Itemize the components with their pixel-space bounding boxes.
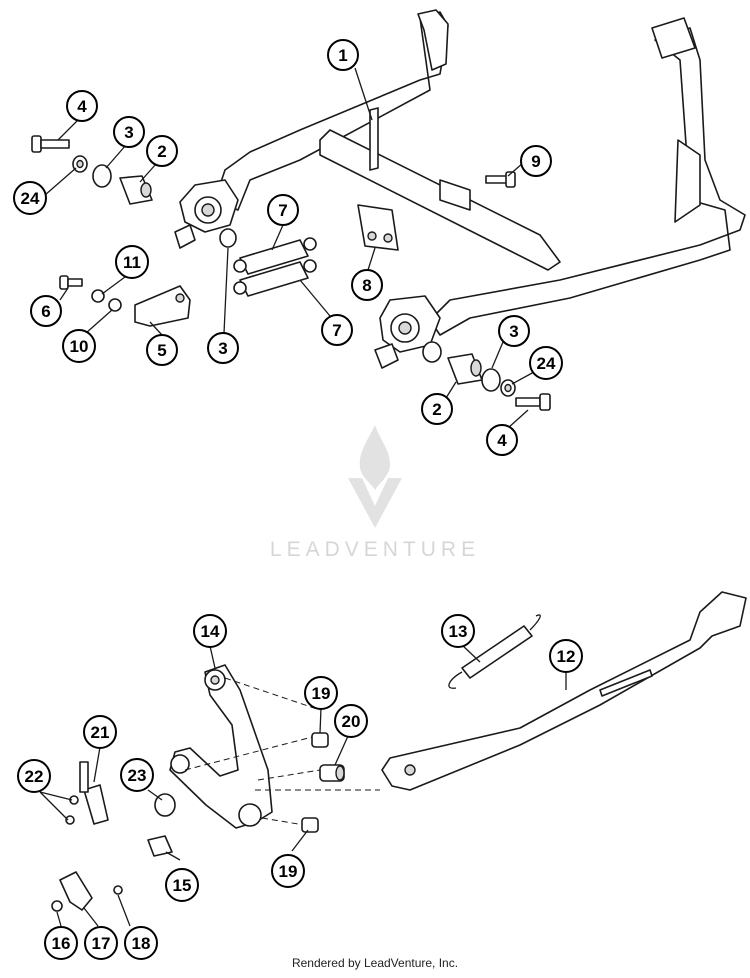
svg-text:8: 8: [362, 276, 371, 295]
o-ring-3-middle: [219, 228, 237, 248]
side-stand-leg-12: [381, 591, 747, 791]
svg-text:23: 23: [128, 766, 147, 785]
svg-text:18: 18: [132, 934, 151, 953]
bushing-2-left: [119, 175, 153, 205]
bolt-4-left: [31, 135, 70, 153]
spring-7-upper: [233, 237, 317, 275]
svg-text:15: 15: [173, 876, 192, 895]
screw-22-lower: [65, 815, 75, 825]
ball-18: [113, 885, 123, 895]
o-ring-3-right: [422, 341, 442, 363]
callout-24-left: 24: [13, 181, 47, 215]
svg-text:14: 14: [201, 622, 220, 641]
svg-text:1: 1: [338, 46, 347, 65]
centre-stand-frame: [174, 9, 746, 369]
callout-2-upper-left: 2: [146, 135, 178, 167]
callout-13: 13: [441, 614, 475, 648]
callout-4-left: 4: [66, 90, 98, 122]
watermark-v-icon: [348, 478, 402, 528]
callout-4-right: 4: [486, 424, 518, 456]
svg-text:3: 3: [218, 339, 227, 358]
svg-text:24: 24: [537, 354, 556, 373]
svg-text:3: 3: [509, 322, 518, 341]
bolt-19-upper: [311, 732, 329, 748]
callout-23: 23: [120, 758, 154, 792]
spring-7-lower: [233, 259, 317, 297]
callout-19-upper: 19: [304, 676, 338, 710]
svg-text:2: 2: [432, 400, 441, 419]
bush-15: [147, 835, 173, 857]
svg-text:20: 20: [342, 712, 361, 731]
bushing-2-right: [447, 353, 483, 385]
svg-text:24: 24: [21, 189, 40, 208]
svg-text:22: 22: [25, 767, 44, 786]
callout-24-right: 24: [529, 346, 563, 380]
svg-text:12: 12: [557, 647, 576, 666]
nut-11: [91, 289, 105, 303]
callout-1: 1: [327, 39, 359, 71]
bracket-8: [357, 204, 399, 251]
svg-text:3: 3: [124, 123, 133, 142]
callout-14: 14: [193, 614, 227, 648]
svg-text:16: 16: [52, 934, 71, 953]
svg-text:4: 4: [77, 97, 87, 116]
watermark-flame-icon: [359, 425, 390, 490]
callout-20: 20: [334, 704, 368, 738]
watermark-brand: LEADVENTURE: [270, 538, 480, 561]
callout-7-lower: 7: [321, 314, 353, 346]
callout-8: 8: [351, 269, 383, 301]
svg-text:17: 17: [92, 934, 111, 953]
switch-21: [79, 761, 109, 825]
callout-6: 6: [30, 295, 62, 327]
bolt-4-right: [515, 393, 551, 411]
nut-16: [51, 900, 63, 912]
callout-18: 18: [124, 926, 158, 960]
switch-bracket-5: [134, 285, 191, 327]
callout-9: 9: [520, 145, 552, 177]
callout-17: 17: [84, 926, 118, 960]
leader-lines: [39, 67, 567, 927]
callout-3-right: 3: [498, 315, 530, 347]
svg-text:19: 19: [312, 684, 331, 703]
callout-19-lower: 19: [271, 854, 305, 888]
callout-16: 16: [44, 926, 78, 960]
sleeve-10: [108, 298, 122, 312]
svg-text:13: 13: [449, 622, 468, 641]
callout-7-upper: 7: [267, 194, 299, 226]
holder-17: [59, 871, 93, 911]
svg-text:4: 4: [497, 431, 507, 450]
bolt-19-lower: [301, 817, 319, 833]
svg-text:6: 6: [41, 302, 50, 321]
bolt-6: [59, 275, 83, 290]
svg-text:9: 9: [531, 152, 540, 171]
svg-text:10: 10: [70, 337, 89, 356]
svg-text:2: 2: [157, 142, 166, 161]
svg-text:11: 11: [123, 253, 141, 272]
bolt-9: [485, 171, 516, 188]
callout-10: 10: [62, 329, 96, 363]
callout-21: 21: [83, 715, 117, 749]
svg-text:21: 21: [91, 723, 110, 742]
o-ring-3-left: [92, 164, 112, 188]
callout-3-middle: 3: [207, 332, 239, 364]
leadventure-watermark: LEADVENTURE: [270, 425, 480, 561]
svg-text:19: 19: [279, 862, 298, 881]
callout-15: 15: [165, 868, 199, 902]
svg-text:7: 7: [332, 321, 341, 340]
callout-11: 11: [115, 245, 149, 279]
svg-text:5: 5: [157, 341, 166, 360]
sleeve-20: [319, 764, 345, 782]
o-ring-3-far-right: [481, 368, 501, 392]
spring-13: [448, 614, 541, 689]
footer-credit: Rendered by LeadVenture, Inc.: [291, 956, 459, 970]
callout-2-right: 2: [421, 393, 453, 425]
callout-12: 12: [549, 639, 583, 673]
callout-3-upper-left: 3: [113, 116, 145, 148]
callout-22: 22: [17, 759, 51, 793]
side-stand-bracket-14: [169, 664, 380, 829]
svg-text:7: 7: [278, 201, 287, 220]
callout-5: 5: [146, 334, 178, 366]
plug-23: [154, 793, 176, 817]
